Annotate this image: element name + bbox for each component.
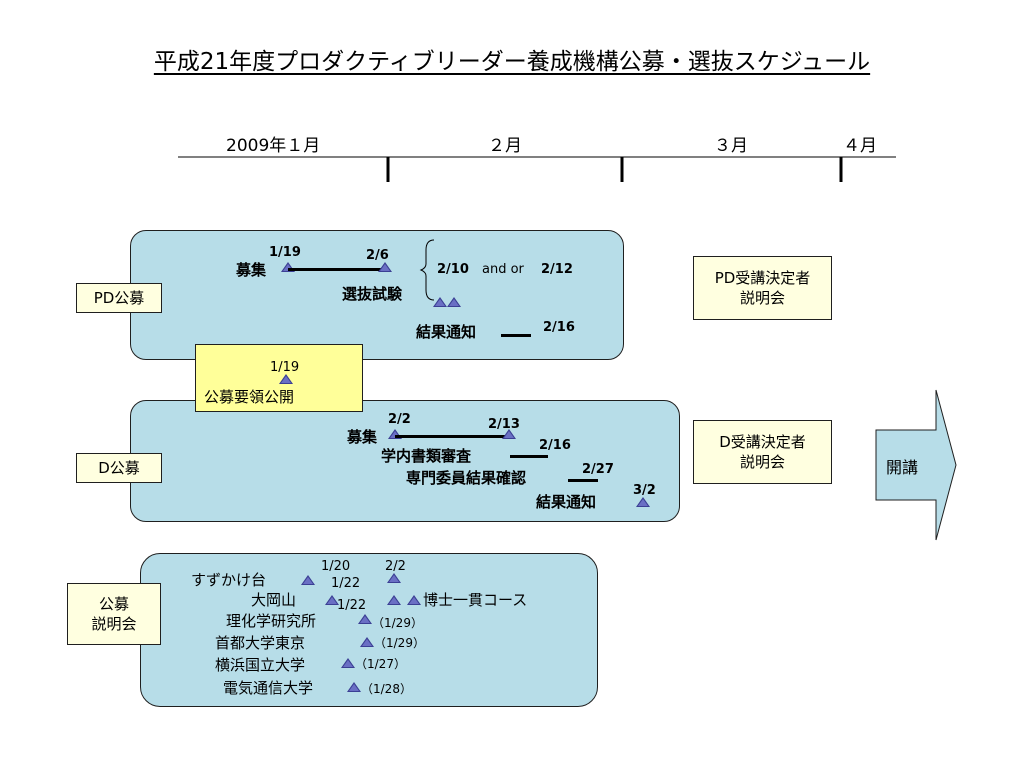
d-result-marker [636, 497, 650, 507]
pd-exam-brace [419, 239, 435, 301]
d-result-date: 3/2 [633, 483, 656, 498]
pd-panel [130, 230, 624, 360]
pd-exam-marker-2 [447, 297, 461, 307]
session-doctoral-course-label: 博士一貫コース [423, 591, 528, 609]
pd-recruit-end: 2/6 [366, 248, 389, 263]
session-ookayama-date1: 1/22 [331, 576, 361, 591]
pd-exam-date1: 2/10 [437, 262, 469, 277]
session-riken-date: （1/29） [372, 616, 423, 630]
pd-result-date: 2/16 [543, 320, 575, 335]
pd-recruit-label: 募集 [236, 261, 267, 279]
start-arrow [875, 389, 957, 541]
pd-recruit-end-marker [378, 262, 392, 272]
session-riken-label: 理化学研究所 [226, 612, 317, 630]
session-suzukakedai-date1: 1/20 [321, 559, 351, 574]
session-tmu-label: 首都大学東京 [215, 634, 306, 652]
d-doc-review-label: 学内書類審査 [381, 447, 472, 465]
pd-recruit-start: 1/19 [269, 245, 301, 260]
d-recruit-end-marker [502, 429, 516, 439]
session-suzukakedai-date2: 2/2 [385, 559, 406, 574]
pd-exam-label: 選抜試験 [342, 285, 403, 303]
session-ookayama-date2: 1/22 [337, 598, 367, 613]
session-suzukakedai-marker-1 [301, 575, 315, 585]
d-committee-label: 専門委員結果確認 [406, 469, 527, 487]
start-label: 開講 [886, 458, 919, 477]
session-tmu-marker [360, 637, 374, 647]
pd-result-label: 結果通知 [416, 323, 477, 341]
session-uec-marker [347, 682, 361, 692]
d-recruit-bar [395, 435, 509, 438]
announcement-label: 公募要領公開 [204, 388, 295, 406]
timeline-axis [178, 156, 896, 182]
month-label-apr: ４月 [843, 136, 877, 156]
announcement-date: 1/19 [270, 360, 300, 375]
session-doctoral-marker-1 [387, 595, 401, 605]
session-ynu-marker [341, 658, 355, 668]
session-suzukakedai-label: すずかけ台 [191, 571, 267, 589]
session-ynu-label: 横浜国立大学 [215, 656, 306, 674]
month-label-feb: ２月 [488, 136, 522, 156]
d-label: D公募 [76, 453, 162, 483]
d-recruit-start: 2/2 [388, 412, 411, 427]
pd-exam-and-or: and or [482, 262, 524, 277]
d-doc-review-date: 2/16 [539, 438, 571, 453]
announcement-marker [279, 374, 293, 384]
month-label-mar: ３月 [714, 136, 748, 156]
pd-exam-date2: 2/12 [541, 262, 573, 277]
pd-recruit-bar [288, 268, 384, 271]
sessions-panel [140, 553, 598, 707]
session-uec-date: （1/28） [361, 682, 412, 696]
d-doc-review-bar [510, 455, 548, 458]
d-recruit-label: 募集 [347, 428, 378, 446]
session-doctoral-marker-2 [407, 595, 421, 605]
session-ynu-date: （1/27） [355, 657, 406, 671]
month-label-jan: 2009年１月 [226, 136, 321, 156]
session-tmu-date: （1/29） [374, 636, 425, 650]
sessions-label: 公募 説明会 [67, 583, 161, 645]
session-uec-label: 電気通信大学 [223, 679, 314, 697]
d-recruit-end: 2/13 [488, 417, 520, 432]
page-title: 平成21年度プロダクティブリーダー養成機構公募・選抜スケジュール [153, 49, 871, 75]
session-riken-marker [358, 614, 372, 624]
pd-recruit-start-marker [281, 262, 295, 272]
pd-label: PD公募 [76, 283, 162, 313]
session-ookayama-marker [325, 595, 339, 605]
d-result-label: 結果通知 [536, 493, 597, 511]
pd-briefing-box: PD受講決定者 説明会 [693, 256, 832, 320]
session-ookayama-label: 大岡山 [251, 591, 297, 609]
pd-result-bar [501, 334, 531, 337]
d-briefing-box: D受講決定者 説明会 [693, 420, 832, 484]
pd-exam-marker-1 [433, 297, 447, 307]
d-committee-date: 2/27 [582, 462, 614, 477]
d-committee-bar [568, 479, 598, 482]
d-recruit-start-marker [388, 429, 402, 439]
session-suzukakedai-marker-2 [387, 573, 401, 583]
